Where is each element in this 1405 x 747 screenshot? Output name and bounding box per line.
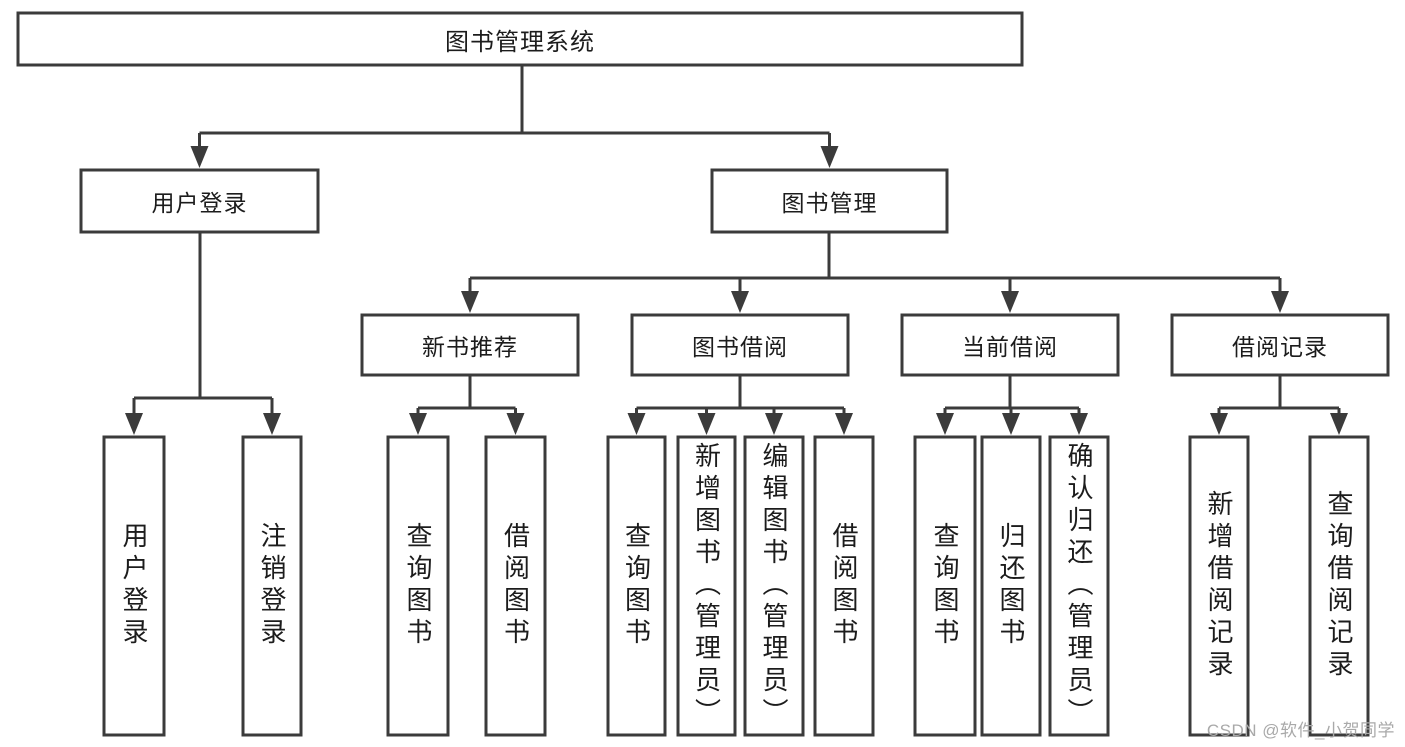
node-leaf_query_book_c[interactable] [913,435,977,737]
watermark-text: CSDN @软件_小贺同学 [1206,721,1395,740]
node-borrow_record[interactable] [1170,313,1390,377]
node-book_manage[interactable] [710,168,949,234]
node-leaf_borrow_book_a[interactable] [484,435,547,737]
node-leaf_borrow_book_b[interactable] [813,435,875,737]
edge-group-borrow_record [1210,375,1348,435]
node-box-leaf_edit_book[interactable] [743,435,805,737]
node-box-leaf_confirm_return[interactable] [1048,435,1110,737]
node-box-leaf_add_book[interactable] [676,435,737,737]
edge-group-user_login [125,232,281,435]
node-box-leaf_borrow_book_b[interactable] [813,435,875,737]
node-current_borrow[interactable] [900,313,1120,377]
node-leaf_query_book_a[interactable] [386,435,450,737]
node-box-leaf_query_record[interactable] [1308,435,1370,737]
node-box-leaf_query_book_b[interactable] [606,435,667,737]
node-box-borrow_record[interactable] [1170,313,1390,377]
node-leaf_edit_book[interactable] [743,435,805,737]
node-book_borrow[interactable] [630,313,850,377]
node-box-leaf_user_login[interactable] [102,435,166,737]
node-user_login[interactable] [79,168,320,234]
node-box-leaf_borrow_book_a[interactable] [484,435,547,737]
node-box-leaf_query_book_a[interactable] [386,435,450,737]
node-leaf_query_record[interactable] [1308,435,1370,737]
edge-group-new_book_rec [409,375,525,435]
edge-group-book_borrow [627,375,853,435]
edge-group-book_manage [461,232,1289,313]
node-box-leaf_add_record[interactable] [1188,435,1250,737]
node-leaf_return_book[interactable] [980,435,1042,737]
node-box-new_book_rec[interactable] [360,313,580,377]
node-leaf_add_record[interactable] [1188,435,1250,737]
node-box-leaf_query_book_c[interactable] [913,435,977,737]
node-box-root[interactable] [16,11,1024,67]
node-leaf_confirm_return[interactable] [1048,435,1110,737]
connector-layer [125,65,1348,435]
node-box-book_manage[interactable] [710,168,949,234]
node-box-current_borrow[interactable] [900,313,1120,377]
node-box-book_borrow[interactable] [630,313,850,377]
node-leaf_query_book_b[interactable] [606,435,667,737]
edge-group-current_borrow [936,375,1088,435]
node-root[interactable] [16,11,1024,67]
node-leaf_logout[interactable] [241,435,303,737]
node-box-leaf_logout[interactable] [241,435,303,737]
node-leaf_user_login[interactable] [102,435,166,737]
node-box-leaf_return_book[interactable] [980,435,1042,737]
node-leaf_add_book[interactable] [676,435,737,737]
edge-group-root [190,65,839,168]
node-new_book_rec[interactable] [360,313,580,377]
node-box-user_login[interactable] [79,168,320,234]
node-layer [16,11,1390,737]
